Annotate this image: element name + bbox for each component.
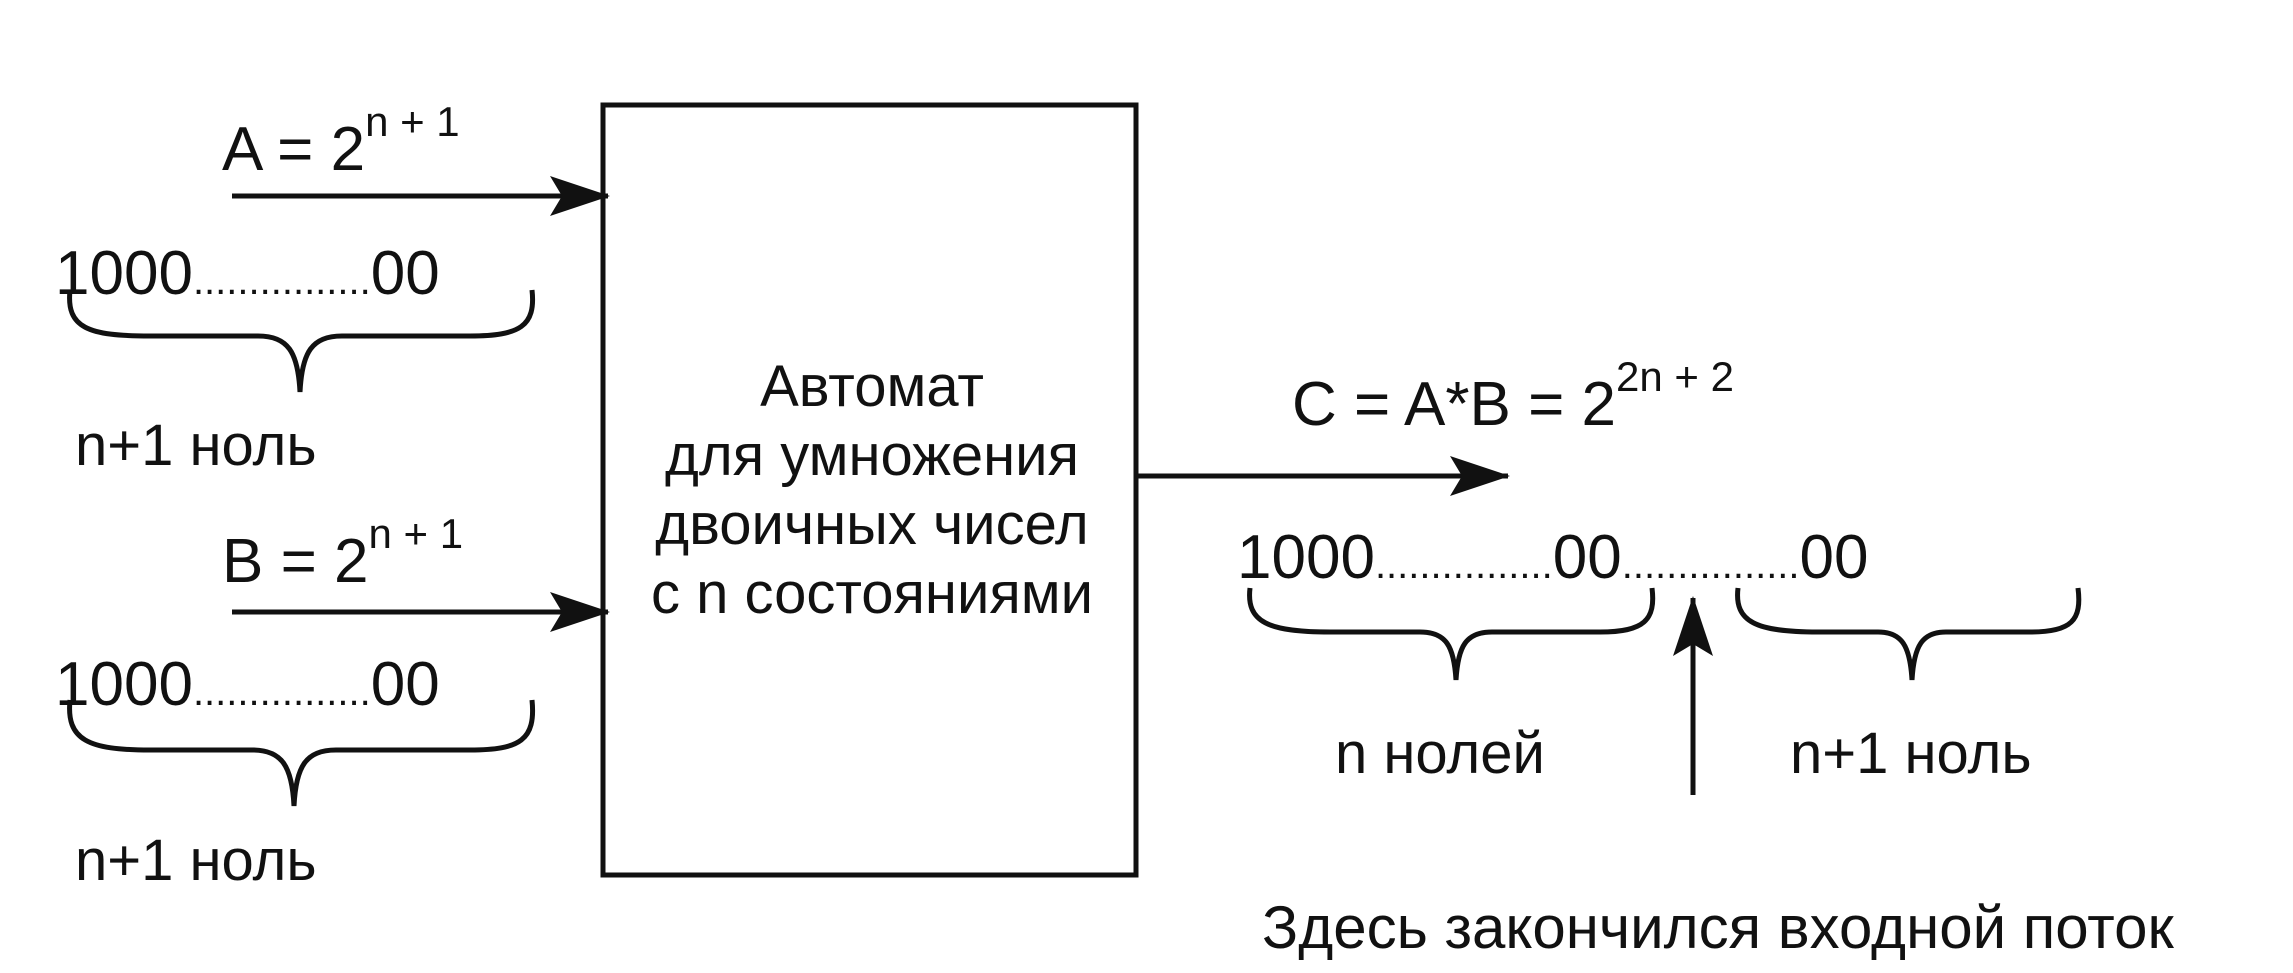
input-b-bits: 1000................00 xyxy=(55,650,440,719)
automaton-line-2: для умножения xyxy=(665,423,1079,488)
input-a-bits: 1000................00 xyxy=(55,239,440,308)
output-c-bits: 1000................00................00 xyxy=(1237,523,1869,592)
automaton-line-3: двоичных чисел xyxy=(655,492,1089,557)
automaton-line-1: Автомат xyxy=(760,354,984,419)
output-c-label: C = A*B = 22n + 2 xyxy=(1292,353,1734,439)
input-b-label: B = 2n + 1 xyxy=(222,510,463,596)
input-a-exponent: n + 1 xyxy=(365,98,460,145)
input-a-brace xyxy=(67,289,536,393)
input-b-exponent: n + 1 xyxy=(369,510,464,557)
output-c-brace-left xyxy=(1247,587,1656,681)
input-b-brace-label: n+1 ноль xyxy=(75,828,317,893)
input-b-brace xyxy=(67,699,536,807)
automaton-line-4: с n состояниями xyxy=(651,561,1093,626)
output-c-brace-right xyxy=(1735,587,2082,681)
output-c-brace-right-label: n+1 ноль xyxy=(1790,721,2032,786)
input-a-label: A = 2n + 1 xyxy=(222,98,460,184)
automaton-box xyxy=(600,102,1139,878)
stream-end-note: Здесь закончился входной поток xyxy=(1262,894,2174,961)
output-c-exponent: 2n + 2 xyxy=(1616,353,1734,400)
output-c-brace-left-label: n нолей xyxy=(1335,721,1545,786)
input-a-brace-label: n+1 ноль xyxy=(75,413,317,478)
